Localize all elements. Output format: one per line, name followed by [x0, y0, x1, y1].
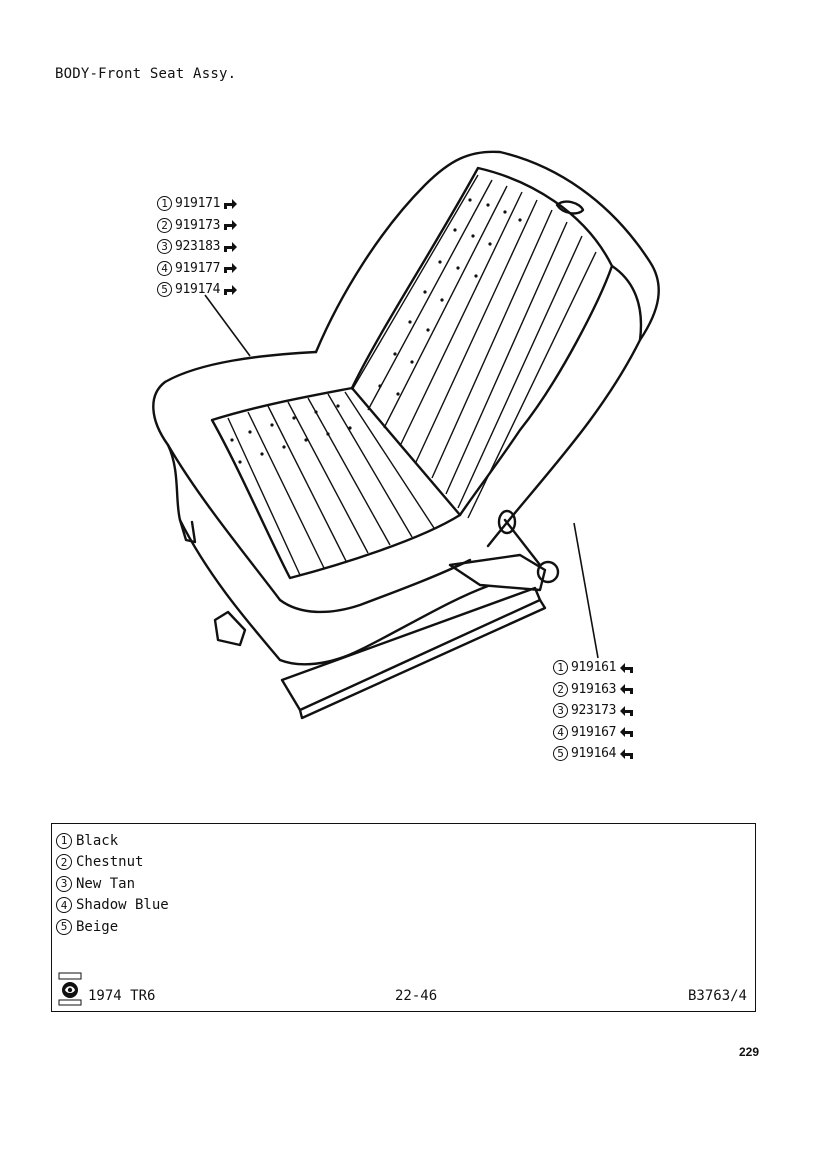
- part-list-seat-right: 1 919161 2 919163 3 923173 4 919167 5 91…: [553, 657, 634, 765]
- part-row: 3 923183: [157, 236, 238, 258]
- part-row: 1 919171: [157, 193, 238, 215]
- legend-item: 5 Beige: [56, 916, 169, 938]
- circled-number: 2: [157, 217, 172, 233]
- circled-number: 3: [553, 703, 568, 719]
- part-number: 919171: [175, 196, 221, 211]
- arrow-right-icon: [224, 263, 238, 274]
- arrow-left-icon: [620, 684, 634, 695]
- circled-number: 3: [157, 239, 172, 255]
- circled-number: 2: [56, 854, 72, 871]
- circled-number: 5: [56, 918, 72, 935]
- arrow-right-icon: [224, 284, 238, 295]
- part-number: 923183: [175, 239, 221, 254]
- part-row: 4 919177: [157, 258, 238, 280]
- color-legend-list: 1 Black 2 Chestnut 3 New Tan 4 Shadow Bl…: [56, 830, 169, 938]
- circled-number: 4: [553, 724, 568, 740]
- model-year: 1974 TR6: [88, 988, 156, 1004]
- arrow-left-icon: [620, 748, 634, 759]
- illustration-code: B3763/4: [687, 988, 747, 1004]
- circled-number: 4: [56, 897, 72, 914]
- legend-item: 3 New Tan: [56, 873, 169, 895]
- circled-number: 4: [157, 260, 172, 276]
- part-number: 919164: [571, 746, 617, 761]
- section-page-ref: 22-46: [395, 988, 438, 1004]
- part-number: 923173: [571, 703, 617, 718]
- legend-color-name: Chestnut: [76, 854, 144, 871]
- part-number: 919167: [571, 724, 617, 740]
- circled-number: 5: [157, 282, 172, 298]
- arrow-right-icon: [224, 198, 238, 209]
- arrow-right-icon: [224, 241, 238, 252]
- circled-number: 1: [157, 196, 172, 212]
- circled-number: 1: [553, 660, 568, 676]
- circled-number: 1: [56, 832, 72, 849]
- part-number: 919173: [175, 217, 221, 233]
- legend-color-name: Shadow Blue: [76, 897, 169, 914]
- part-row: 5 919174: [157, 279, 238, 301]
- part-row: 5 919164: [553, 743, 634, 765]
- part-number: 919163: [571, 681, 617, 697]
- legend-color-name: Black: [76, 832, 119, 849]
- circled-number: 5: [553, 746, 568, 762]
- british-leyland-logo-icon: [58, 972, 82, 1006]
- part-row: 1 919161: [553, 657, 634, 679]
- legend-item: 4 Shadow Blue: [56, 895, 169, 917]
- part-list-seat-left: 1 919171 2 919173 3 923183 4 919177 5 91…: [157, 193, 238, 301]
- part-number: 919177: [175, 260, 221, 276]
- page-title: BODY-Front Seat Assy.: [55, 66, 237, 82]
- arrow-left-icon: [620, 705, 634, 716]
- part-row: 3 923173: [553, 700, 634, 722]
- legend-color-name: New Tan: [76, 875, 136, 892]
- arrow-left-icon: [620, 662, 634, 673]
- legend-item: 2 Chestnut: [56, 852, 169, 874]
- legend-item: 1 Black: [56, 830, 169, 852]
- part-row: 2 919173: [157, 215, 238, 237]
- legend-color-name: Beige: [76, 918, 119, 935]
- part-row: 4 919167: [553, 722, 634, 744]
- circled-number: 3: [56, 875, 72, 892]
- part-number: 919174: [175, 282, 221, 297]
- arrow-left-icon: [620, 727, 634, 738]
- part-number: 919161: [571, 660, 617, 675]
- arrow-right-icon: [224, 220, 238, 231]
- page-number: 229: [739, 1045, 760, 1059]
- part-row: 2 919163: [553, 679, 634, 701]
- color-legend-box: 1 Black 2 Chestnut 3 New Tan 4 Shadow Bl…: [51, 823, 756, 1012]
- circled-number: 2: [553, 681, 568, 697]
